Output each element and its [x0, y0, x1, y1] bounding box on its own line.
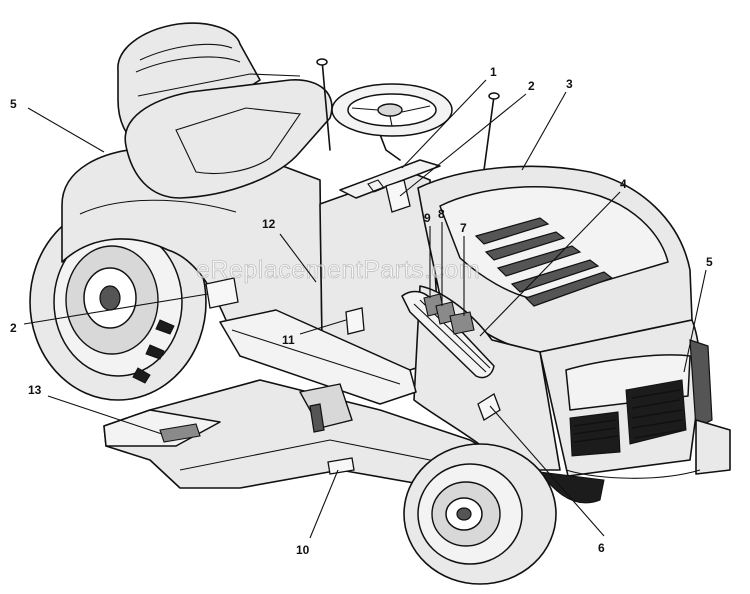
callout-11: 11	[282, 333, 295, 347]
decal-dash	[385, 179, 411, 213]
seat	[117, 22, 333, 199]
decal-rear-fender	[205, 277, 239, 309]
callout-numbers: 1 2 3 4 5 2 12 9 8 7 5 11 13 10 6	[10, 65, 713, 557]
decal-deck-13	[159, 423, 201, 443]
callout-13: 13	[28, 383, 42, 397]
hood	[417, 165, 693, 471]
callout-8: 8	[438, 207, 445, 221]
decal-deck-10	[327, 457, 355, 475]
callout-6: 6	[598, 541, 605, 555]
callout-2-dash: 2	[528, 79, 535, 93]
decal-panel-7	[449, 311, 475, 335]
callout-10: 10	[296, 543, 310, 557]
footrest	[219, 309, 417, 405]
front-wheel	[403, 443, 557, 585]
callout-9: 9	[424, 211, 431, 225]
callout-2-fender: 2	[10, 321, 17, 335]
shift-lever-left	[321, 59, 331, 151]
decal-side-6	[477, 393, 501, 421]
steering-wheel	[331, 83, 453, 161]
callout-4: 4	[620, 177, 627, 191]
callout-5-rear: 5	[10, 97, 17, 111]
watermark-text: eReplacementParts.com	[196, 256, 480, 284]
callout-5-front: 5	[706, 255, 713, 269]
callout-3: 3	[566, 77, 573, 91]
callout-7: 7	[460, 221, 467, 235]
callout-1: 1	[490, 65, 497, 79]
front-nose	[538, 319, 731, 504]
leader-lines	[23, 79, 707, 539]
shift-lever-right	[483, 95, 495, 171]
callout-12: 12	[262, 217, 276, 231]
hood-vents	[474, 217, 614, 307]
decal-console	[345, 307, 365, 335]
